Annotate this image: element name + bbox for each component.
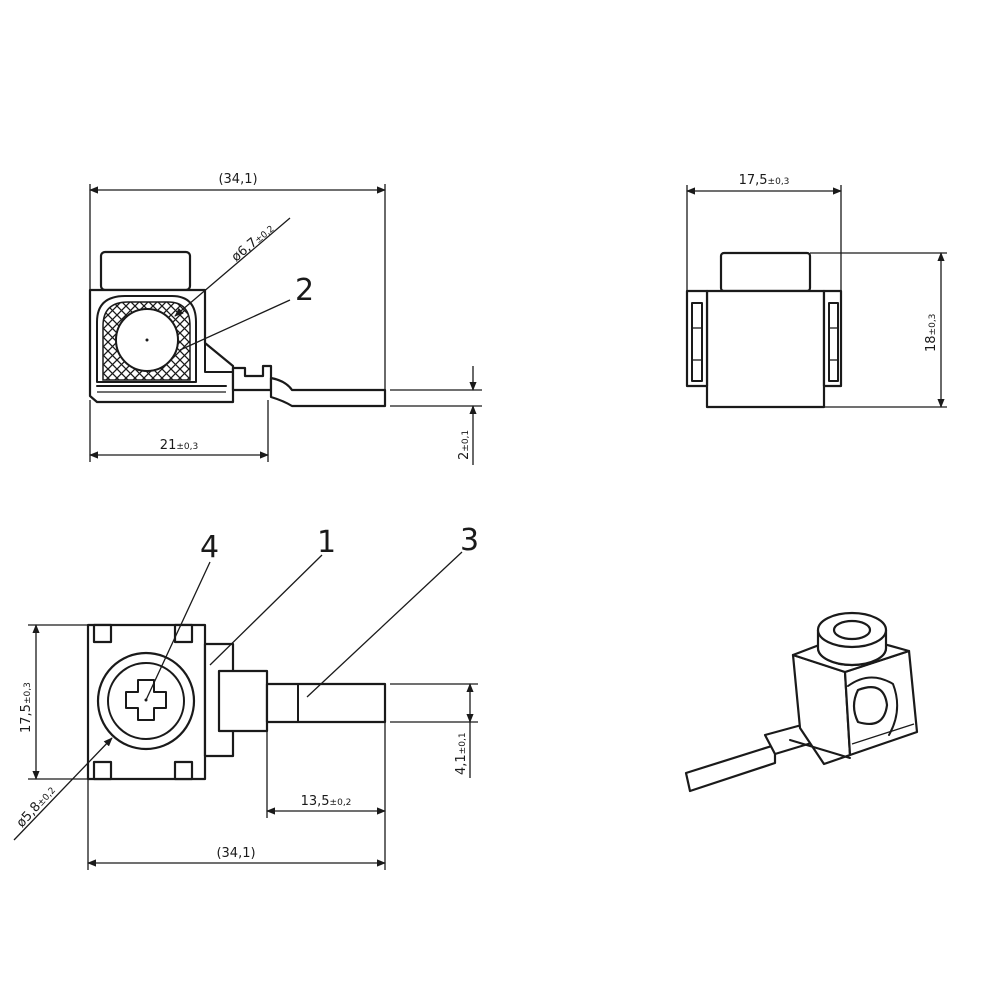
top-tab-length-label: 13,5 [301,794,330,809]
side-height-dim: 18±0,3 [810,252,947,408]
top-tab-length-tol: ±0,2 [330,798,352,808]
top-screw-inner [107,662,185,740]
svg-text:21±0,3: 21±0,3 [160,438,198,453]
front-overall-width-label: (34,1) [218,172,257,187]
front-bracket [204,342,234,373]
front-overall-width-dim: (34,1) [89,172,386,395]
callout-2: 2 [179,273,314,351]
svg-text:ø5,8±0,2: ø5,8±0,2 [14,783,59,831]
svg-text:2±0,1: 2±0,1 [457,430,472,460]
callout-1: 1 [209,525,336,666]
callout-3: 3 [306,523,479,698]
front-tab-thickness-label: 2 [457,452,472,460]
front-wire-hole [115,308,179,372]
callout-4: 4 [145,530,219,701]
front-tab-thickness-tol: ±0,1 [461,430,471,452]
callout-2-label: 2 [295,273,314,308]
front-screw-head [99,250,192,292]
top-clip-inner [217,669,269,733]
side-left-slot [691,302,703,382]
side-width-label: 17,5 [739,173,768,188]
top-height-tol: ±0,3 [23,682,33,704]
side-view [685,251,843,409]
front-clamp-opening [96,295,197,383]
iso-clamp-arc [847,676,899,736]
svg-text:ø6,7±0,2: ø6,7±0,2 [229,221,277,265]
front-hole-dia-tol: ±0,2 [253,224,276,246]
front-hole-center [145,338,149,342]
side-width-dim: 17,5±0,3 [686,173,842,291]
side-height-tol: ±0,3 [928,314,938,336]
svg-text:17,5±0,3: 17,5±0,3 [739,173,790,188]
side-housing [705,289,826,409]
callout-1-label: 1 [317,525,336,560]
top-corner-tl [92,623,113,644]
side-width-tol: ±0,3 [768,177,790,187]
side-height-label: 18 [924,335,939,352]
top-tab-width-dim: 4,1±0,1 [390,683,478,778]
svg-text:17,5±0,3: 17,5±0,3 [19,682,34,733]
top-height-label: 17,5 [19,704,34,733]
callout-3-label: 3 [460,523,479,558]
side-left-clip [685,289,709,388]
svg-text:4,1±0,1: 4,1±0,1 [454,732,469,775]
top-tab-length-dim: 13,5±0,2 [266,722,386,870]
iso-tab [684,743,777,793]
front-base-width-dim: 21±0,3 [89,400,269,462]
top-corner-bl [92,760,113,781]
top-height-dim: 17,5±0,3 [19,624,88,780]
top-tab-width-label: 4,1 [454,754,469,775]
top-view [86,623,387,781]
callout-4-label: 4 [200,530,219,565]
side-right-slot [828,302,839,382]
front-base-width-label: 21 [160,438,177,453]
front-base-width-tol: ±0,3 [176,442,198,452]
svg-text:13,5±0,2: 13,5±0,2 [301,794,352,809]
front-tab [269,376,387,408]
top-tab-width-tol: ±0,1 [458,732,468,754]
top-screw-dia-dim: ø5,8±0,2 [13,737,113,841]
iso-wire-opening [852,686,889,726]
phillips-cross-icon [125,679,167,721]
top-overall-width-dim: (34,1) [87,779,386,870]
top-tab [265,682,387,724]
iso-screw-hole [832,619,872,641]
front-tab-connector [231,364,273,392]
svg-text:18±0,3: 18±0,3 [924,314,939,352]
front-tab-thickness-dim: 2±0,1 [390,366,482,465]
front-hole-dia-dim: ø6,7±0,2 [174,217,291,317]
top-corner-br [173,760,194,781]
isometric-view [684,611,919,793]
side-screw-head [719,251,812,293]
front-view [88,250,387,408]
top-overall-width-label: (34,1) [216,846,255,861]
